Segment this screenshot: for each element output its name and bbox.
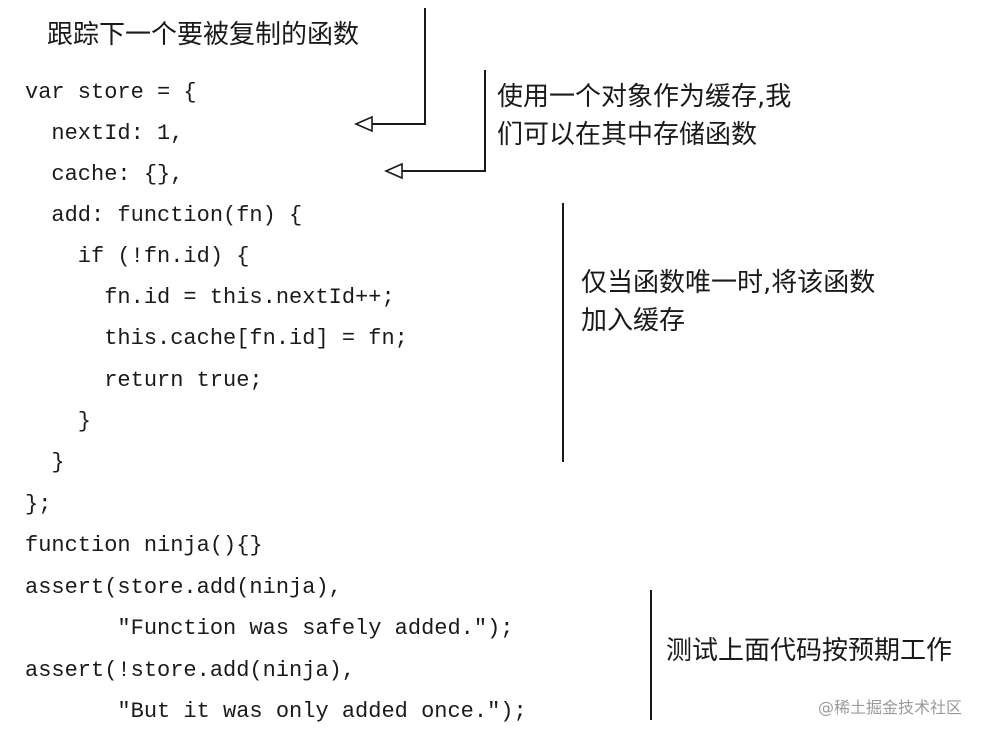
code-line-8: return true; [25,368,263,393]
code-line-5: if (!fn.id) { [25,244,250,269]
code-line-2: nextId: 1, [25,121,184,146]
code-line-13: assert(store.add(ninja), [25,575,342,600]
code-line-9: } [25,409,92,434]
code-line-3: cache: {}, [25,162,184,187]
arrow-head-nextid [354,115,373,133]
annotation-add-unique: 仅当函数唯一时,将该函数 加入缓存 [581,264,875,340]
annotation-add-unique-line1: 仅当函数唯一时,将该函数 [581,268,876,298]
code-line-16: "But it was only added once."); [25,699,527,724]
code-line-14: "Function was safely added."); [25,616,514,641]
annotation-cache-object: 使用一个对象作为缓存,我 们可以在其中存储函数 [497,78,791,154]
code-line-6: fn.id = this.nextId++; [25,285,395,310]
arrow-head-cache [384,162,403,180]
code-line-7: this.cache[fn.id] = fn; [25,326,408,351]
code-line-11: }; [25,492,52,517]
annotation-add-unique-line2: 加入缓存 [581,306,686,336]
code-line-12: function ninja(){} [25,533,263,558]
annotation-cache-object-line1: 使用一个对象作为缓存,我 [497,82,792,112]
annotation-track-next-function: 跟踪下一个要被复制的函数 [47,20,360,50]
callout-arrow-cache [402,70,486,172]
watermark: @稀土掘金技术社区 [818,698,963,717]
annotation-test-expected: 测试上面代码按预期工作 [666,636,953,666]
code-line-4: add: function(fn) { [25,203,303,228]
callout-arrow-nextid [372,8,426,125]
annotation-cache-object-line2: 们可以在其中存储函数 [497,120,758,150]
code-line-10: } [25,450,65,475]
code-line-1: var store = { [25,80,197,105]
code-line-15: assert(!store.add(ninja), [25,658,356,683]
